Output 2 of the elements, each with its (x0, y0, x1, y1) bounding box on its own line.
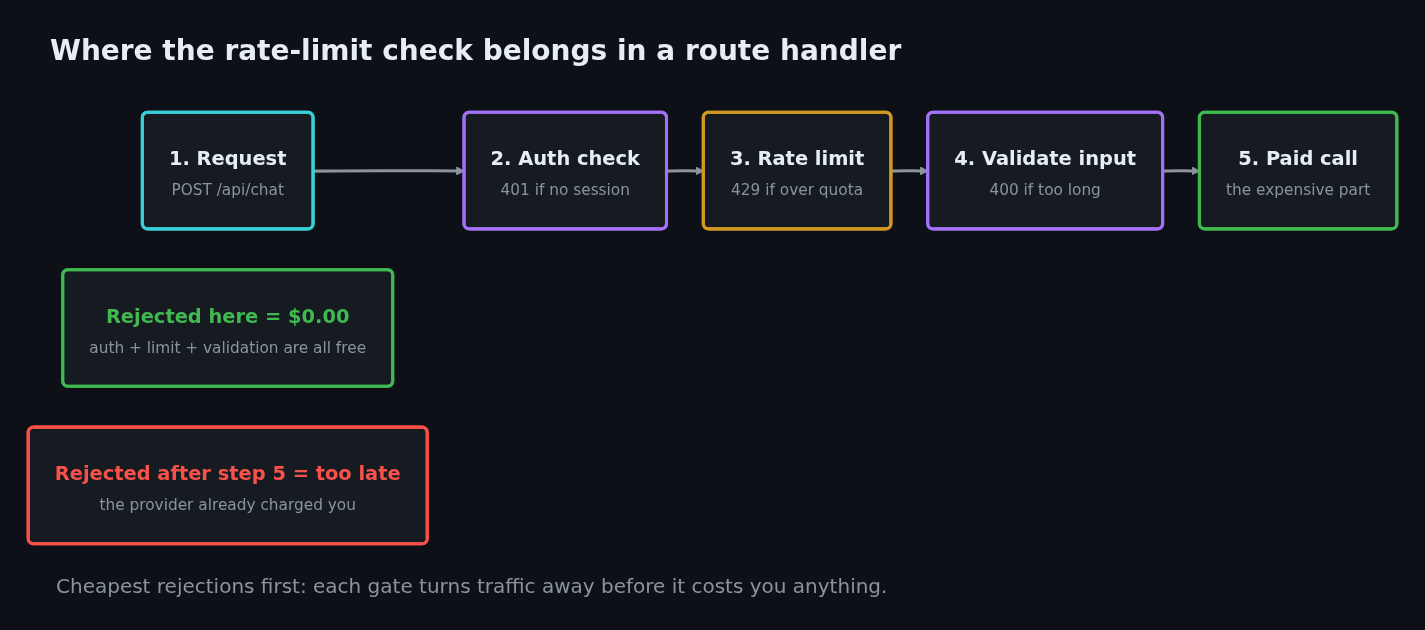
diagram-title: Where the rate-limit check belongs in a route handler (50, 34, 902, 67)
note-text: Cheapest rejections first: each gate turns traffic away before it costs you anything. (56, 574, 888, 598)
